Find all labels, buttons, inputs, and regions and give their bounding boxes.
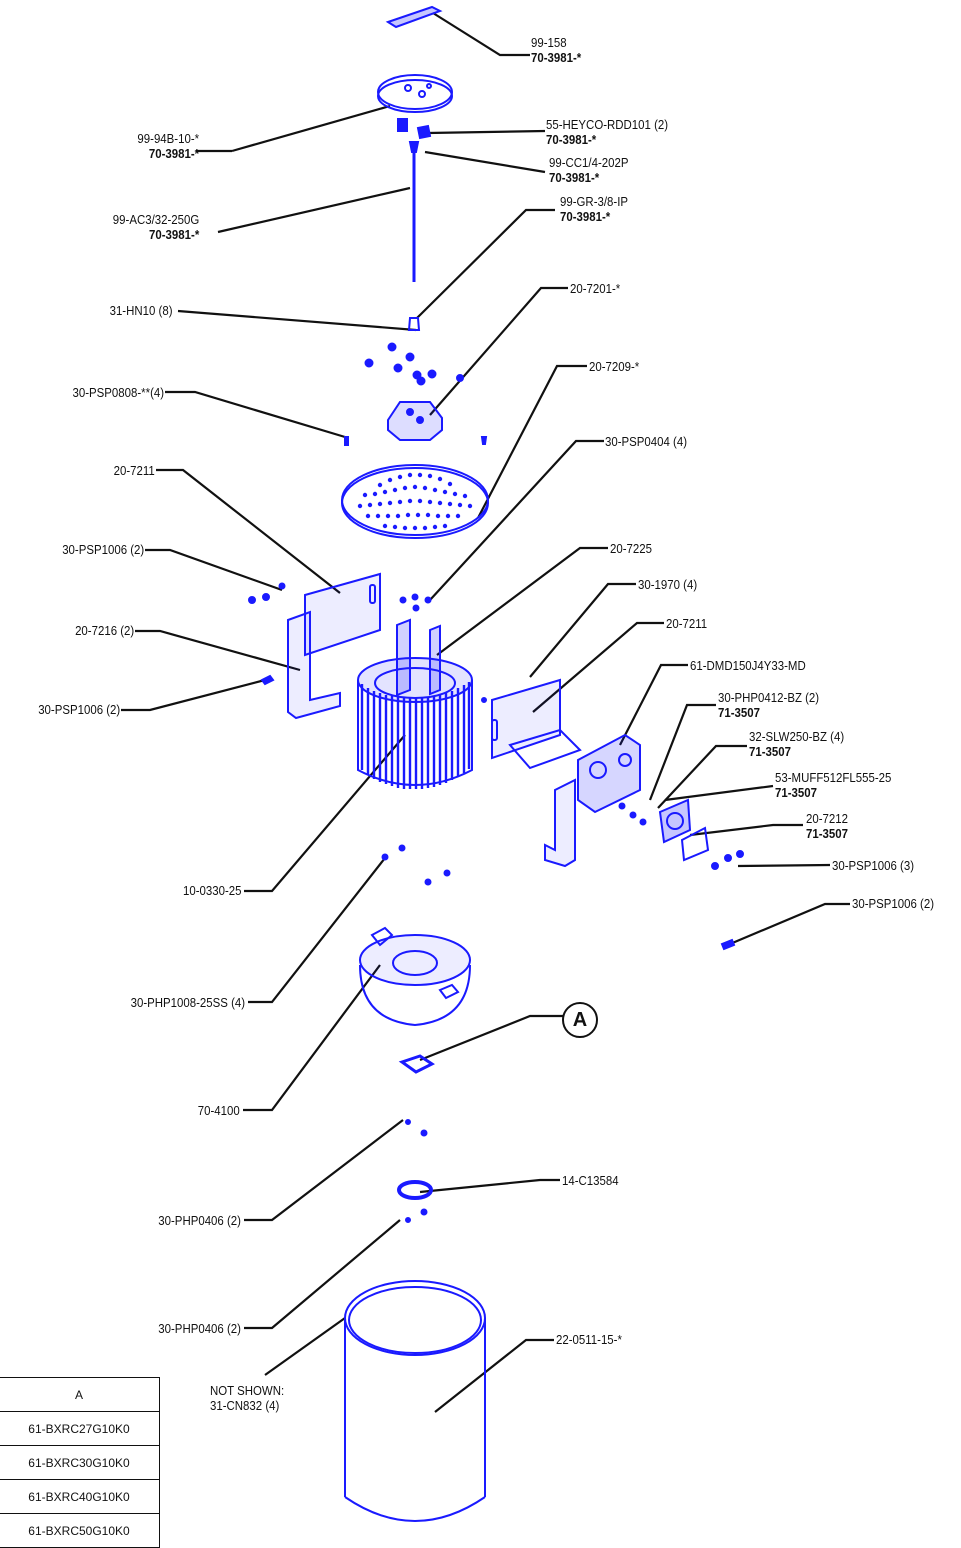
label-not-shown: NOT SHOWN:31-CN832 (4) <box>210 1383 285 1413</box>
hex-nuts <box>364 342 464 386</box>
cooling-fan <box>658 798 692 844</box>
table-row: 61-BXRC27G10K0 <box>0 1411 160 1446</box>
label-99-94b: 99-94B-10-*70-3981-* <box>137 131 199 161</box>
strain-relief <box>397 118 408 132</box>
mount-bracket-7201 <box>387 401 443 441</box>
label-20-7225: 20-7225 <box>610 541 652 556</box>
cable-clamp <box>416 124 432 140</box>
label-70-4100: 70-4100 <box>198 1103 240 1118</box>
bracket-7211-left <box>304 572 381 657</box>
label-20-7209: 20-7209-* <box>589 359 640 374</box>
label-22-0511: 22-0511-15-* <box>556 1332 622 1347</box>
label-30-psp1006-a: 30-PSP1006 (2) <box>61 542 144 557</box>
label-30-psp1006-b: 30-PSP1006 (2) <box>37 702 120 717</box>
bracket-7211-right <box>491 678 561 760</box>
label-20-7211-left: 20-7211 <box>113 463 155 478</box>
gripper <box>407 317 421 331</box>
label-14-c13584: 14-C13584 <box>562 1173 619 1188</box>
label-20-7201: 20-7201-* <box>570 281 621 296</box>
label-61-dmd: 61-DMD150J4Y33-MD <box>690 658 806 673</box>
callout-a: A <box>562 1002 598 1038</box>
bracket-7216 <box>287 610 341 720</box>
label-30-php0406-a: 30-PHP0406 (2) <box>158 1213 241 1228</box>
led-driver <box>544 733 641 868</box>
label-55-heyco: 55-HEYCO-RDD101 (2)70-3981-* <box>546 117 669 147</box>
fan-guard-7212 <box>680 826 710 862</box>
table-row: 61-BXRC30G10K0 <box>0 1445 160 1480</box>
label-20-7211-right: 20-7211 <box>666 616 708 631</box>
perforated-plate <box>341 464 489 536</box>
label-30-php0406-b: 30-PHP0406 (2) <box>158 1321 241 1336</box>
lens-cylinder-22-0511 <box>344 1280 486 1522</box>
label-32-slw: 32-SLW250-BZ (4)71-3507 <box>749 729 845 759</box>
parts <box>248 5 744 1522</box>
label-31-hn10: 31-HN10 (8) <box>110 303 173 318</box>
table-header: A <box>0 1377 160 1412</box>
label-30-php0412: 30-PHP0412-BZ (2)71-3507 <box>718 690 820 720</box>
holder-14-c13584 <box>397 1180 433 1200</box>
table-row: 61-BXRC50G10K0 <box>0 1513 160 1548</box>
label-30-psp1006-c: 30-PSP1006 (3) <box>832 858 915 873</box>
label-10-0330: 10-0330-25 <box>182 883 241 898</box>
led-chip-a <box>398 1054 435 1074</box>
leader-lines <box>121 12 850 1413</box>
led-options-table: A 61-BXRC27G10K0 61-BXRC30G10K0 61-BXRC4… <box>0 1377 160 1548</box>
table-row: 61-BXRC40G10K0 <box>0 1479 160 1514</box>
label-30-php1008: 30-PHP1008-25SS (4) <box>130 995 245 1010</box>
heatsink <box>357 657 473 789</box>
label-30-psp0808: 30-PSP0808-**(4) <box>72 385 164 400</box>
label-20-7216: 20-7216 (2) <box>74 623 134 638</box>
reflector-collar <box>359 926 471 1027</box>
label-30-1970: 30-1970 (4) <box>638 577 698 592</box>
label-30-psp1006-d: 30-PSP1006 (2) <box>852 896 935 911</box>
hanger-bracket <box>385 5 443 29</box>
label-30-psp0404: 30-PSP0404 (4) <box>605 434 688 449</box>
